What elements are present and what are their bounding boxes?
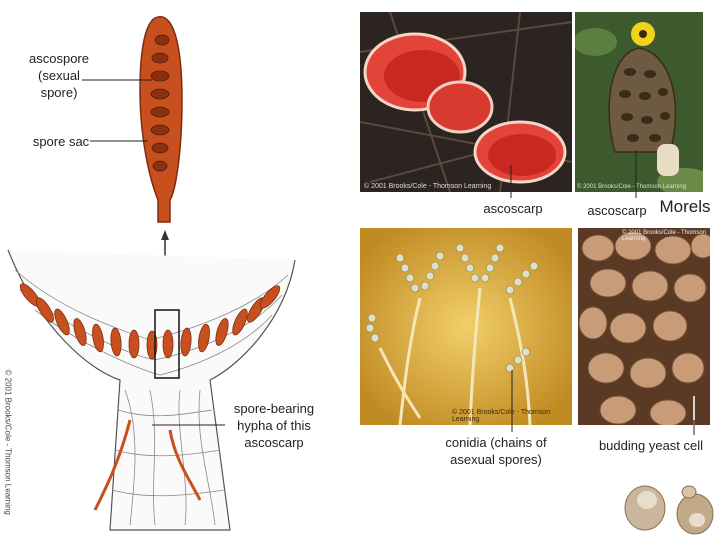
diagram-credit: © 2001 Brooks/Cole - Thomson Learning [3, 369, 13, 515]
bottom-leader-lines [511, 370, 695, 435]
yeast-credit: © 2001 Brooks/Cole - Thomson Learning [622, 230, 707, 242]
cup-fungus-2 [426, 80, 494, 134]
morel-cap [608, 47, 677, 153]
spore-sac-enlarged [139, 16, 183, 223]
morel-stalk [657, 144, 679, 176]
morels-label: Morels [659, 197, 711, 216]
yeast-cells-closeup [624, 485, 714, 535]
yeast-photo: © 2001 Brooks/Cole - Thomson Learning [578, 228, 710, 425]
spore-bearing-hypha-label: spore-bearing hypha of this ascoscarp [233, 401, 315, 450]
morel-photo: © 2001 Brooks/Cole - Thomson Learning [575, 12, 703, 192]
morel-credit: © 2001 Brooks/Cole - Thomson Learning [577, 184, 687, 190]
cup-credit: © 2001 Brooks/Cole - Thomson Learning [364, 183, 492, 190]
spore-sac-label: spore sac [32, 134, 90, 149]
budding-yeast-label: budding yeast cell [598, 438, 704, 453]
ascoscarp-label-1: ascoscarp [483, 201, 543, 216]
cup-fungi-photo: © 2001 Brooks/Cole - Thomson Learning [360, 12, 572, 192]
conidia-credit: © 2001 Brooks/Cole - Thomson Learning [452, 409, 551, 423]
conidia-label: conidia (chains of asexual spores) [445, 435, 547, 467]
ascus-diagram [0, 10, 300, 535]
ascoscarp-label-2: ascoscarp [587, 203, 647, 218]
ascospore-label: ascospore (sexual spore) [29, 51, 89, 100]
conidia-photo: © 2001 Brooks/Cole - Thomson Learning [360, 228, 572, 425]
top-leader-lines [510, 150, 637, 198]
